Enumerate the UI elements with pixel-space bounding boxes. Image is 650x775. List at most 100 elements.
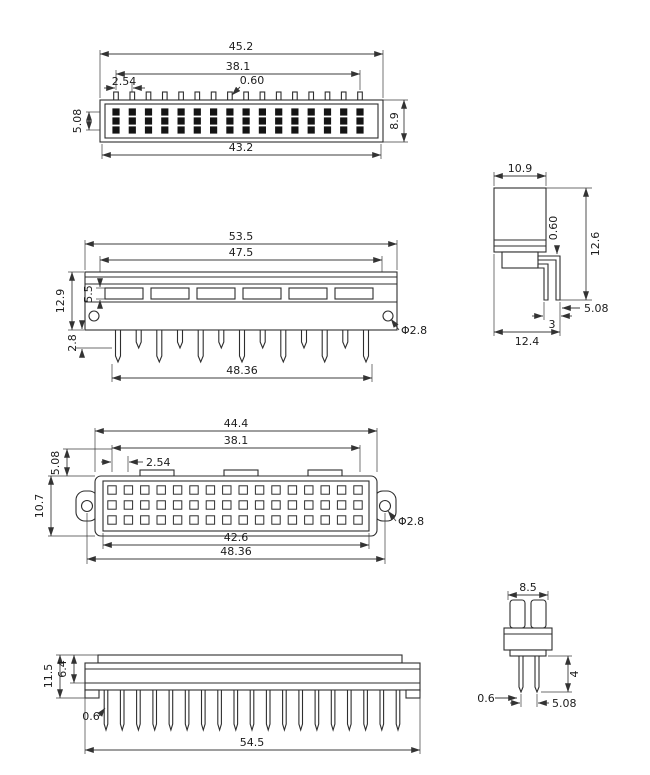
solder-pin	[314, 689, 320, 732]
contact-pin	[177, 108, 185, 116]
view-side-female: 11.5 6.4 0.6 54.5	[42, 654, 421, 754]
pin-tooth	[145, 91, 152, 101]
dim-pin-length: 4	[541, 655, 581, 693]
body-inner-outline	[102, 480, 370, 532]
contact-pin	[275, 126, 283, 134]
connector-body-top-female	[75, 469, 397, 537]
contact-pin	[323, 126, 332, 134]
solder-pin	[265, 689, 271, 732]
socket-hole	[287, 485, 298, 495]
body-outline	[84, 662, 421, 691]
dim-text-pin-width: 0.6	[477, 692, 495, 705]
dim-text-pin-width: 0.60	[547, 216, 560, 241]
dim-depth: 10.7	[33, 475, 95, 537]
dim-text-mount-span: 48.36	[220, 545, 252, 558]
socket-hole	[271, 515, 281, 525]
socket-hole	[336, 515, 347, 525]
solder-pins	[103, 689, 401, 732]
contact-pin	[193, 126, 201, 134]
socket-hole	[205, 515, 216, 525]
socket-hole	[238, 515, 248, 525]
solder-pin	[379, 689, 385, 732]
solder-pin	[217, 689, 222, 732]
contact-pin	[161, 108, 169, 116]
dim-pin-length: 2.8	[66, 320, 112, 358]
socket-hole	[304, 500, 314, 510]
view-top-female: 44.4 38.1 2.54 5.08 10.7	[33, 417, 424, 564]
contact-pin	[112, 108, 120, 116]
socket-hole	[156, 500, 166, 510]
dim-overall-width: 45.2	[99, 40, 384, 98]
solder-pin	[103, 689, 109, 732]
pin-tooth	[161, 91, 168, 101]
contact-pin	[193, 108, 201, 116]
pin-tooth	[243, 91, 249, 101]
shroud-slot	[104, 287, 144, 300]
contact-pin	[242, 117, 250, 125]
dim-text-height: 11.5	[42, 664, 55, 689]
contact-pin	[210, 108, 218, 116]
foot-right	[405, 689, 421, 699]
socket-hole	[287, 515, 298, 525]
solder-pin	[135, 329, 142, 350]
dim-text-tail-gap: 3	[549, 318, 556, 331]
dim-text-overall: 45.2	[229, 40, 254, 53]
socket-hole	[353, 515, 363, 525]
socket-hole	[107, 485, 117, 495]
view-front-male: 53.5 47.5 5.5 12	[54, 230, 427, 382]
dim-pin-width: 0.6	[82, 707, 106, 723]
leader-line	[390, 318, 400, 331]
contact-post	[509, 599, 526, 629]
dim-pin-pitch: 5.08	[559, 302, 609, 336]
solder-pin	[238, 329, 246, 364]
dim-text-pin-length: 4	[568, 671, 581, 678]
body-outline	[94, 475, 378, 537]
dim-text-pin-width: 0.6	[82, 710, 100, 723]
dim-pitch: 2.54	[101, 456, 171, 472]
contact-pin	[307, 108, 315, 116]
dim-inner-width: 42.6	[102, 531, 370, 549]
body-base	[503, 627, 553, 651]
solder-pin	[136, 689, 141, 732]
socket-hole	[156, 485, 166, 495]
key-tab	[223, 469, 259, 477]
contact-pin	[177, 126, 185, 134]
dim-text-length: 54.5	[240, 736, 265, 749]
dim-text-height: 12.9	[54, 289, 67, 314]
dim-hole-diameter: Φ2.8	[390, 318, 427, 337]
solder-pin	[321, 329, 328, 364]
connector-body-front-male	[84, 271, 398, 364]
dim-text-body: 47.5	[229, 246, 254, 259]
socket-hole	[287, 500, 298, 510]
dim-text-body-height: 6.4	[56, 660, 69, 678]
solder-pin	[218, 329, 225, 350]
key-tab	[307, 469, 343, 477]
socket-hole	[320, 485, 330, 495]
contact-pin	[275, 108, 283, 116]
solder-pin	[518, 655, 524, 694]
contact-pin	[210, 126, 218, 134]
contact-pin	[193, 117, 201, 125]
dim-hole-diameter: Φ2.8	[387, 510, 424, 528]
mount-hole-right	[378, 499, 392, 513]
dim-text-depth: 10.7	[33, 494, 46, 519]
solder-pin	[363, 689, 368, 732]
contact-pin	[177, 117, 185, 125]
dim-text-slot-height: 5.5	[82, 285, 95, 303]
pin-tooth	[227, 91, 233, 101]
connector-body-side-angle	[493, 187, 561, 301]
contact-pin	[340, 117, 348, 125]
dim-text-row-span: 5.08	[49, 451, 62, 476]
socket-hole	[189, 485, 199, 495]
contact-pin	[275, 117, 283, 125]
socket-hole	[172, 500, 183, 510]
shroud-slot	[242, 287, 282, 300]
socket-hole	[254, 515, 265, 525]
socket-hole	[304, 485, 314, 495]
dim-text-flange: 53.5	[229, 230, 254, 243]
contact-pin	[258, 117, 266, 125]
view-top-male: 45.2 38.1 2.54 0.60 5.08	[71, 40, 408, 159]
solder-pins	[114, 329, 370, 364]
dim-flange-width: 53.5	[84, 230, 398, 270]
